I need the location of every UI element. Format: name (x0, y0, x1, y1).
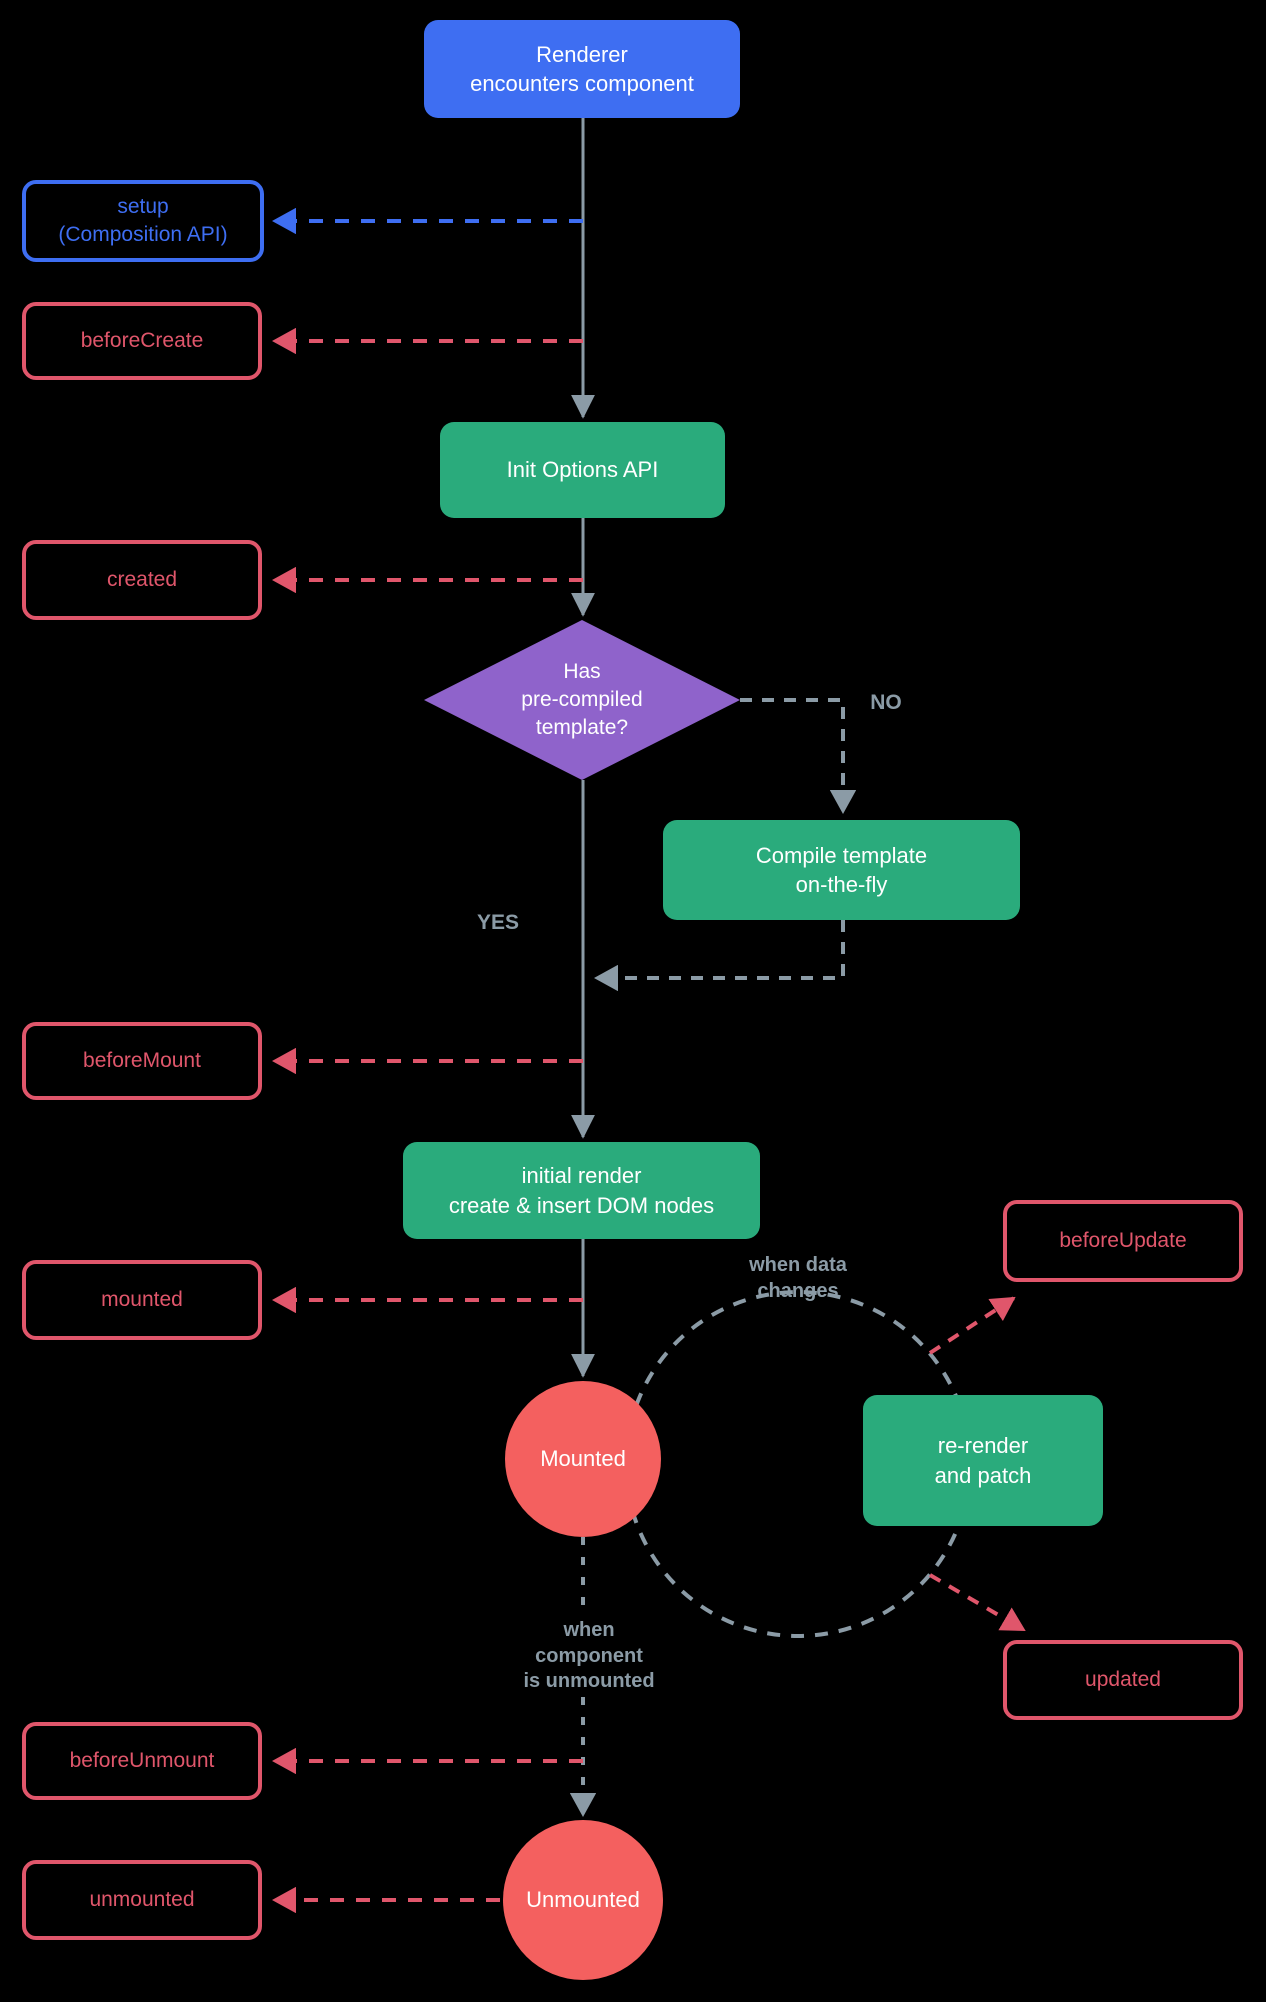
when-data-line1: when data (749, 1254, 847, 1276)
re-render-line1: re-render (937, 1433, 1029, 1459)
setup-line2: (Composition API) (58, 223, 228, 246)
when-data-changes-label: when data changes (698, 1253, 898, 1304)
re-render-node: re-render and patch (863, 1395, 1103, 1526)
renderer-node: Renderer encounters component (424, 20, 740, 118)
init-options-node: Init Options API (440, 422, 725, 518)
before-mount-label: beforeMount (83, 1049, 201, 1073)
compile-template-line1: Compile template (755, 842, 928, 868)
compile-template-line2: on-the-fly (795, 872, 888, 897)
unmounted-hook-node: unmounted (22, 1860, 262, 1940)
no-branch-label: NO (870, 691, 902, 714)
edge-loop-to-before-update (928, 1296, 1016, 1355)
compile-template-node: Compile template on-the-fly (663, 820, 1020, 920)
when-unmounted-line2: component (535, 1644, 643, 1667)
edge-loop-to-updated (928, 1573, 1026, 1632)
unmounted-hook-label: unmounted (89, 1888, 195, 1912)
unmounted-state-node: Unmounted (503, 1820, 663, 1980)
when-unmounted-line3: is unmounted (523, 1670, 655, 1693)
initial-render-node: initial render create & insert DOM nodes (403, 1142, 760, 1239)
when-unmounted-line1: when (563, 1619, 615, 1641)
updated-label: updated (1085, 1668, 1161, 1692)
initial-render-line2: create & insert DOM nodes (448, 1192, 715, 1218)
created-hook-node: created (22, 540, 262, 620)
before-unmount-hook-node: beforeUnmount (22, 1722, 262, 1800)
before-create-label: beforeCreate (80, 329, 204, 353)
updated-hook-node: updated (1003, 1640, 1243, 1720)
has-template-line2: pre-compiled (521, 688, 643, 712)
before-update-label: beforeUpdate (1059, 1229, 1187, 1253)
re-render-line2: and patch (934, 1462, 1032, 1488)
before-create-hook-node: beforeCreate (22, 302, 262, 380)
edge-no-branch (740, 698, 857, 814)
before-unmount-label: beforeUnmount (69, 1749, 215, 1773)
before-update-hook-node: beforeUpdate (1003, 1200, 1243, 1282)
setup-hook-node: setup (Composition API) (22, 180, 264, 262)
has-template-line3: template? (535, 715, 629, 739)
when-data-line2: changes (757, 1279, 839, 1302)
initial-render-line1: initial render (521, 1163, 642, 1189)
renderer-line2: encounters component (470, 71, 694, 96)
unmounted-state-label: Unmounted (526, 1887, 640, 1913)
created-label: created (106, 568, 178, 592)
renderer-line1: Renderer (536, 41, 628, 67)
init-options-label: Init Options API (506, 457, 659, 483)
when-component-unmounted-label: when component is unmounted (493, 1616, 685, 1697)
mounted-hook-node: mounted (22, 1260, 262, 1340)
mounted-state-label: Mounted (540, 1446, 626, 1472)
before-mount-hook-node: beforeMount (22, 1022, 262, 1100)
edge-compile-rejoin (594, 920, 845, 992)
mounted-state-node: Mounted (505, 1381, 661, 1537)
setup-line1: setup (117, 195, 169, 219)
has-template-line1: Has (563, 660, 601, 684)
mounted-hook-label: mounted (101, 1288, 183, 1312)
yes-branch-label: YES (476, 911, 520, 934)
